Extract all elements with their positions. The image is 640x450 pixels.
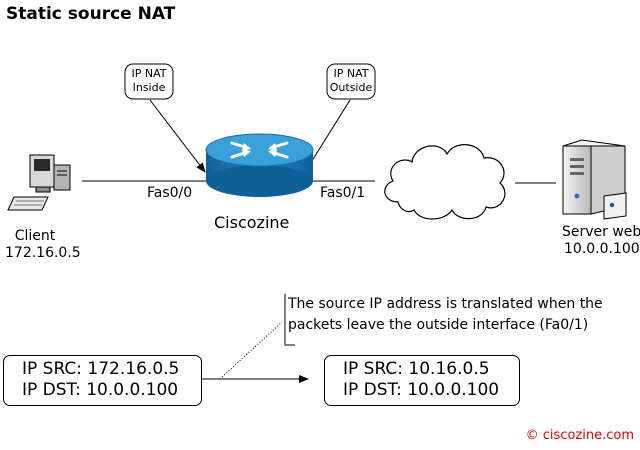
packet-after-src: IP SRC: 10.16.0.5 xyxy=(343,359,490,379)
packet-after-box: IP SRC: 10.16.0.5 IP DST: 10.0.0.100 xyxy=(324,355,520,406)
nat-outside-label: IP NAT Outside xyxy=(327,67,375,95)
copyright-text: © ciscozine.com xyxy=(525,428,634,443)
nat-outside-line1: IP NAT xyxy=(333,67,369,80)
router-left-interface: Fas0/0 xyxy=(147,185,193,201)
nat-outside-callout xyxy=(326,63,376,100)
client-label: Client xyxy=(14,228,56,244)
nat-inside-label: IP NAT Inside xyxy=(125,67,173,95)
packet-before-box: IP SRC: 172.16.0.5 IP DST: 10.0.0.100 xyxy=(3,355,202,406)
packet-before-dst: IP DST: 10.0.0.100 xyxy=(22,380,179,400)
note-line-1: The source IP address is translated when… xyxy=(288,296,603,312)
web-server-icon xyxy=(562,139,627,220)
router-right-interface: Fas0/1 xyxy=(320,185,366,201)
router-icon xyxy=(205,133,314,197)
server-ip: 10.0.0.100 xyxy=(564,241,640,257)
note-bracket xyxy=(284,294,295,346)
inside-pointer-arrow xyxy=(149,99,206,173)
nat-inside-line1: IP NAT xyxy=(131,67,167,80)
note-line-2: packets leave the outside interface (Fa0… xyxy=(288,317,589,333)
packet-before-src: IP SRC: 172.16.0.5 xyxy=(22,359,180,379)
client-ip: 172.16.0.5 xyxy=(5,245,81,261)
note-leader-line xyxy=(221,321,283,378)
nat-outside-line2: Outside xyxy=(329,81,373,94)
packet-after-dst: IP DST: 10.0.0.100 xyxy=(343,380,500,400)
internet-cloud-icon xyxy=(384,144,506,220)
nat-inside-line2: Inside xyxy=(132,81,166,94)
translation-note: The source IP address is translated when… xyxy=(285,294,628,336)
router-name: Ciscozine xyxy=(214,213,290,232)
diagram-title: Static source NAT xyxy=(6,4,176,24)
server-label: Server web xyxy=(562,224,640,240)
client-pc-icon xyxy=(7,154,71,211)
nat-inside-callout xyxy=(124,63,174,100)
